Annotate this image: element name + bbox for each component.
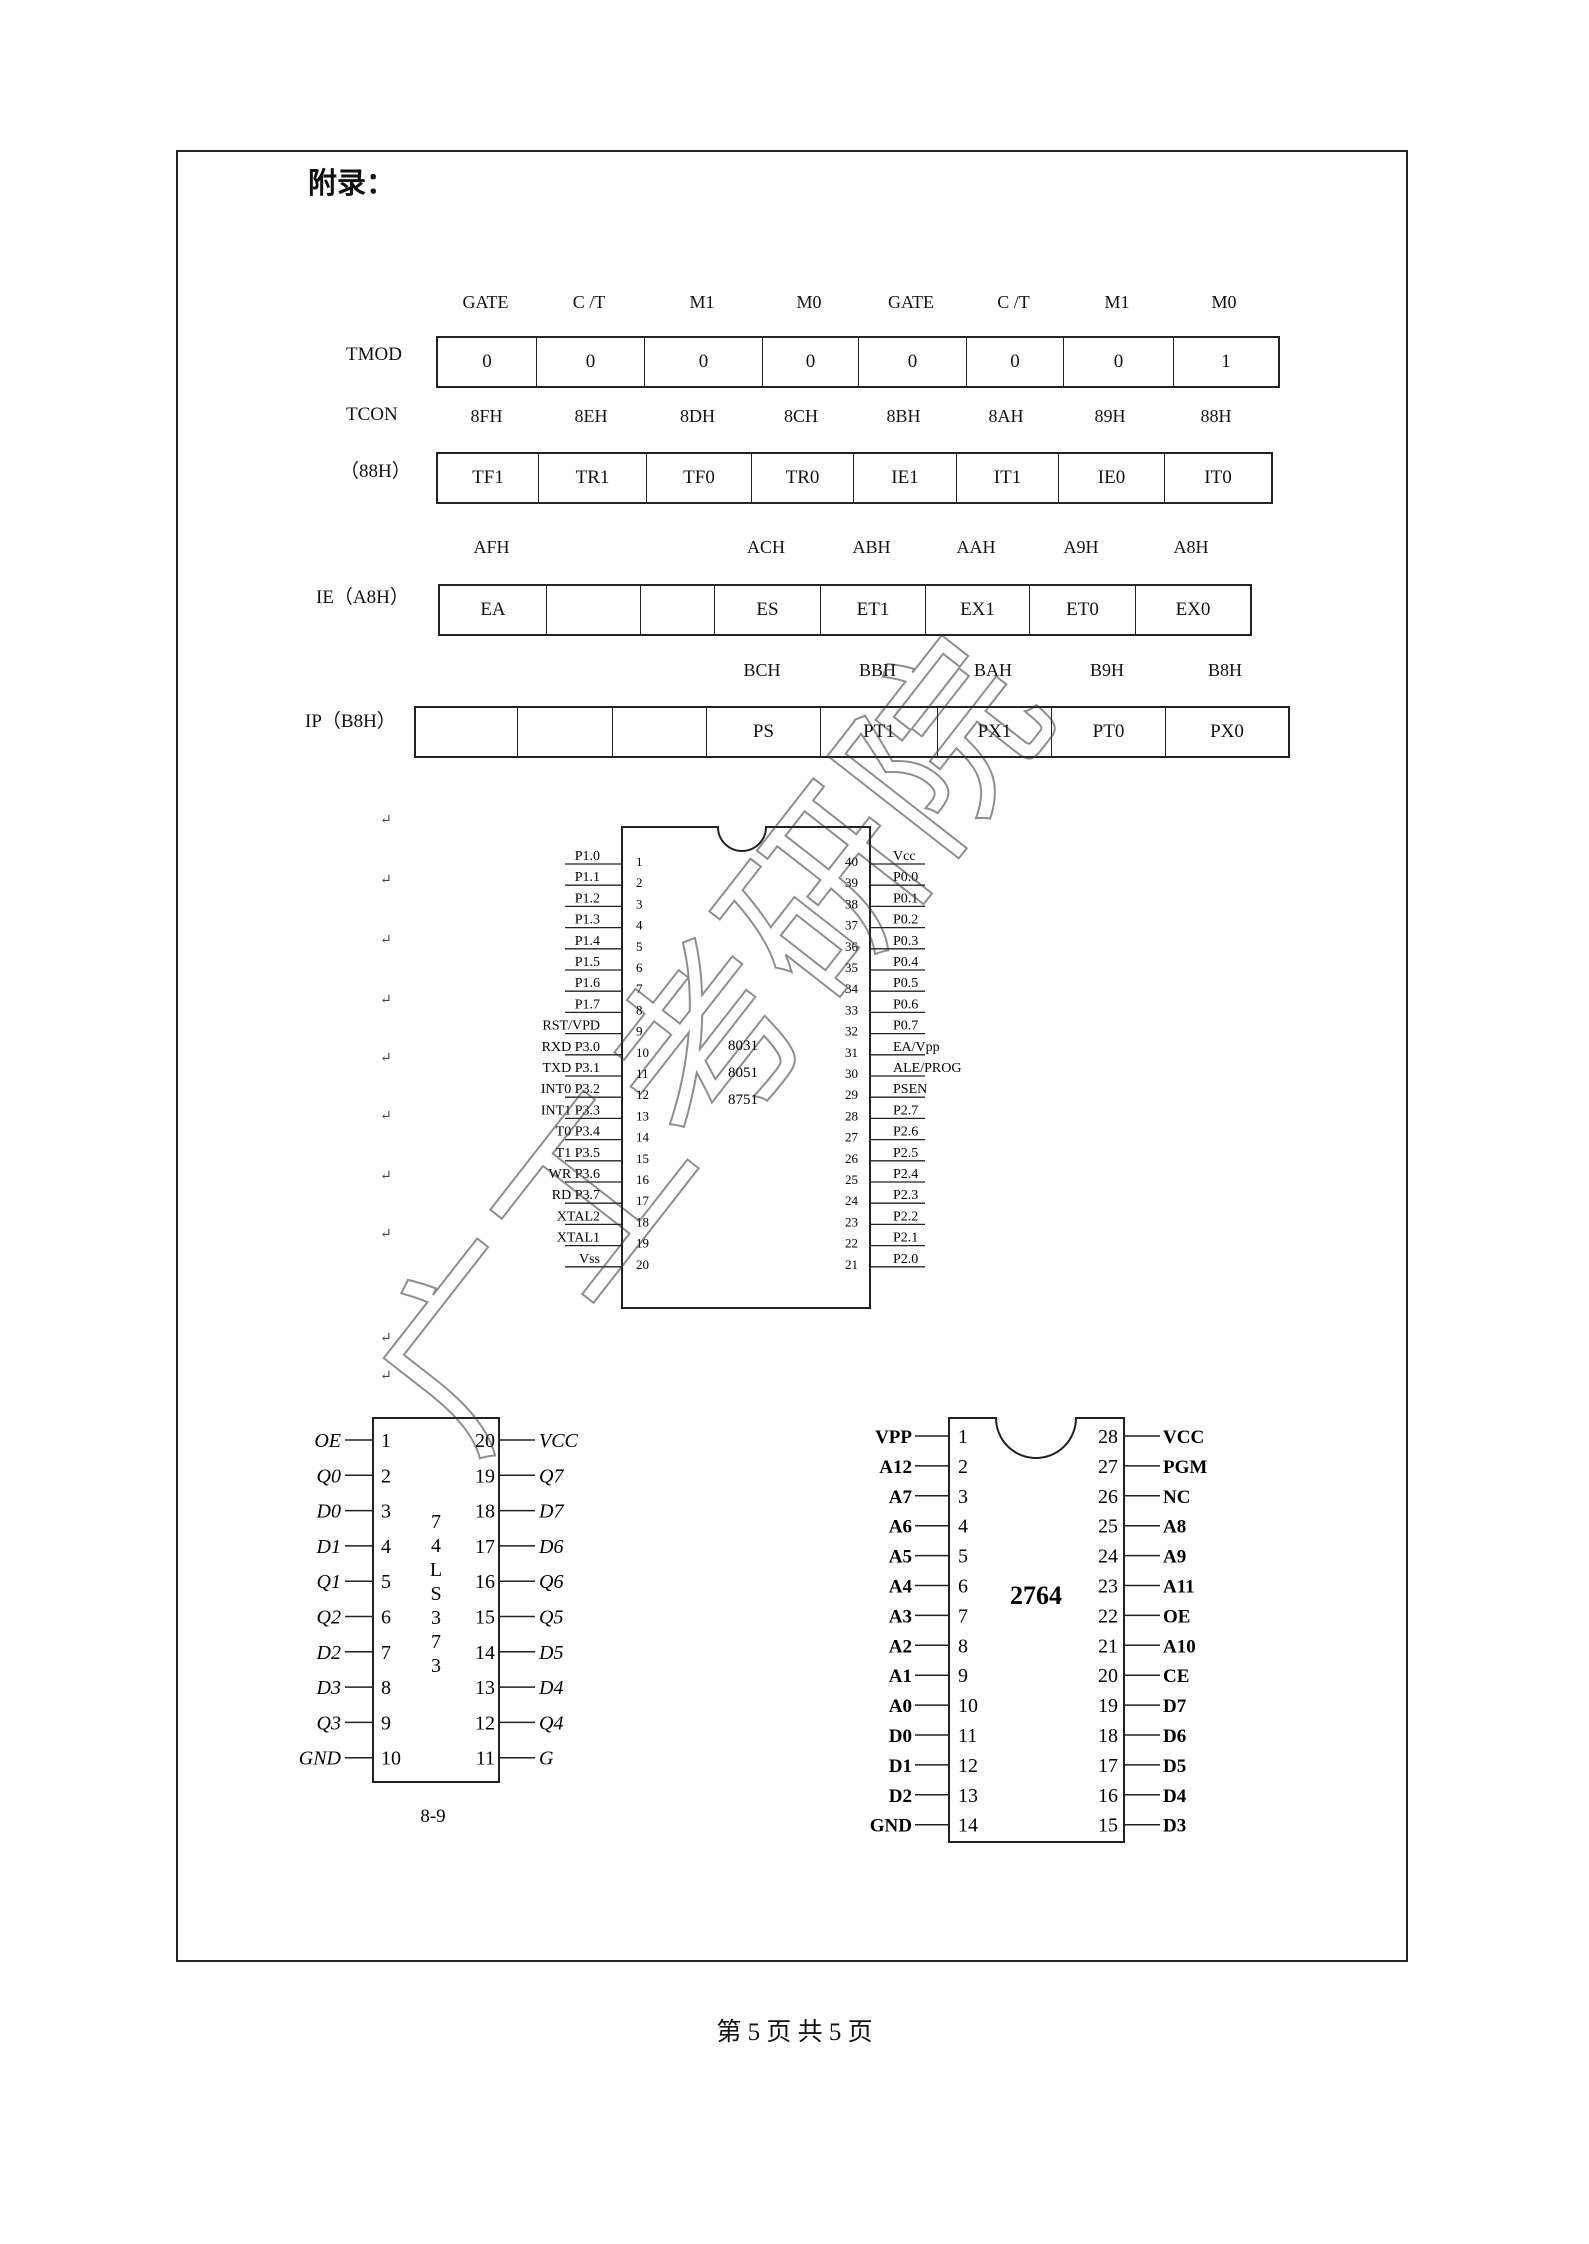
tmod-bit-label: GATE xyxy=(462,292,509,312)
tmod-bit-label: GATE xyxy=(888,292,934,312)
ip-bit-label: B9H xyxy=(1089,660,1124,680)
ie-bit-cell xyxy=(641,586,715,634)
tcon-bit-label: 8EH xyxy=(574,406,608,426)
ip-bit-label: BAH xyxy=(973,660,1012,680)
ie-label: IE（A8H） xyxy=(316,587,409,608)
return-mark: ↵ xyxy=(380,873,392,888)
tmod-bit-cell: 1 xyxy=(1221,351,1231,372)
ie-bit-cell: EA xyxy=(440,586,547,634)
ip-bit-cell: PT0 xyxy=(1052,708,1166,756)
return-mark: ↵ xyxy=(380,1051,392,1066)
ip-bit-cell: PX1 xyxy=(938,708,1052,756)
page-footer: 第 5 页 共 5 页 xyxy=(716,2019,873,2046)
tcon-label: TCON xyxy=(346,404,398,425)
tcon-bit-cell: IT0 xyxy=(1204,467,1232,488)
ie-bit-cell xyxy=(547,586,641,634)
tcon-bit-cell: IT1 xyxy=(957,454,1059,502)
tmod-bit-cell: 0 xyxy=(967,338,1064,386)
tcon-bit-label: 89H xyxy=(1094,406,1126,426)
tmod-bit-label: C /T xyxy=(997,292,1030,312)
return-mark: ↵ xyxy=(380,1369,392,1384)
tmod-bit-cell: 0 xyxy=(438,338,537,386)
return-mark: ↵ xyxy=(380,1331,392,1346)
ie-bit-cell: ET1 xyxy=(821,586,926,634)
tmod-bit-label: C /T xyxy=(572,292,606,312)
tcon-bit-cell: TR1 xyxy=(539,454,647,502)
ie-bit-label: ABH xyxy=(852,537,891,557)
tmod-bit-cell: 0 xyxy=(645,338,763,386)
return-mark: ↵ xyxy=(380,1227,392,1242)
return-mark: ↵ xyxy=(380,813,392,828)
tcon-bit-label: 8AH xyxy=(988,406,1024,426)
ip-bit-cell: PT1 xyxy=(821,708,938,756)
ip-bit-label: BBH xyxy=(858,660,896,680)
tcon-bit-label: 88H xyxy=(1200,406,1232,426)
return-mark: ↵ xyxy=(380,1169,392,1184)
ip-bit-cell: PS xyxy=(707,708,821,756)
return-mark: ↵ xyxy=(380,993,392,1008)
ie-bit-label: A8H xyxy=(1173,537,1209,557)
tmod-bit-label: M0 xyxy=(796,292,822,312)
ie-bit-cell: EX1 xyxy=(926,586,1030,634)
tmod-bit-cell: 0 xyxy=(1064,338,1174,386)
tmod-label: TMOD xyxy=(346,344,402,365)
tcon-address: （88H） xyxy=(340,461,411,482)
ip-bit-label: B8H xyxy=(1207,660,1242,680)
ip-bit-label: BCH xyxy=(743,660,781,680)
ie-bit-label: ACH xyxy=(746,537,785,557)
return-mark: ↵ xyxy=(380,1109,392,1124)
ip-bit-cell xyxy=(416,708,518,756)
ip-bit-cell xyxy=(518,708,613,756)
tcon-bit-cell: IE0 xyxy=(1059,454,1165,502)
ip-bit-cell xyxy=(613,708,707,756)
tcon-bit-cell: IE1 xyxy=(854,454,957,502)
tcon-bit-label: 8BH xyxy=(886,406,921,426)
ie-bit-cell: EX0 xyxy=(1175,599,1211,620)
tcon-bit-cell: TR0 xyxy=(752,454,854,502)
tmod-bit-cell: 0 xyxy=(537,338,645,386)
tmod-bit-label: M1 xyxy=(689,292,715,312)
ie-bit-label: AFH xyxy=(473,537,510,557)
ip-label: IP（B8H） xyxy=(305,711,396,732)
ip-bit-cell: PX0 xyxy=(1210,721,1244,742)
ie-bit-label: A9H xyxy=(1063,537,1099,557)
tcon-bit-cell: TF0 xyxy=(647,454,752,502)
tcon-bit-cell: TF1 xyxy=(438,454,539,502)
ie-bit-label: AAH xyxy=(956,537,996,557)
page-frame xyxy=(176,150,1408,1962)
tcon-bit-label: 8DH xyxy=(680,406,715,426)
ie-bit-cell: ET0 xyxy=(1030,586,1136,634)
tmod-bit-cell: 0 xyxy=(859,338,967,386)
return-mark: ↵ xyxy=(380,933,392,948)
tcon-bit-label: 8FH xyxy=(470,406,503,426)
tmod-bit-cell: 0 xyxy=(763,338,859,386)
ie-bit-cell: ES xyxy=(715,586,821,634)
appendix-heading: 附录： xyxy=(308,168,396,200)
tcon-bit-label: 8CH xyxy=(783,406,818,426)
tmod-bit-label: M0 xyxy=(1211,292,1237,312)
tmod-bit-label: M1 xyxy=(1104,292,1130,312)
